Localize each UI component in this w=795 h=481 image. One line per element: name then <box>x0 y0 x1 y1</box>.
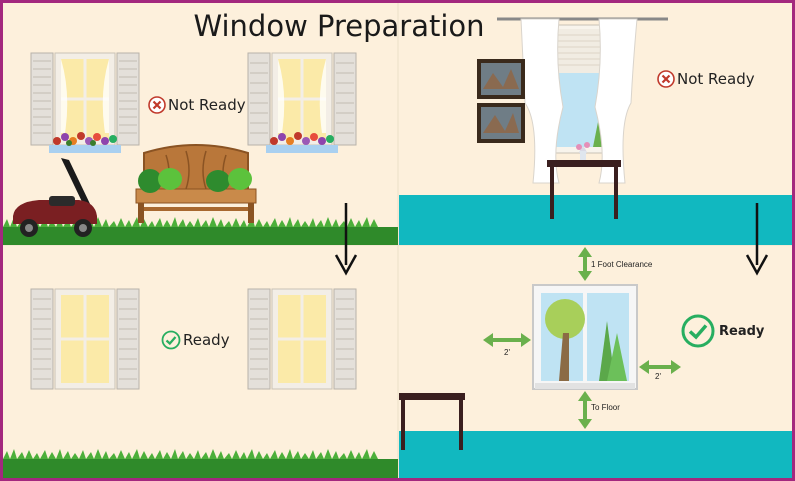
x-circle-icon <box>148 96 166 114</box>
diagram-title: Window Preparation <box>193 9 485 43</box>
side-table-bottom <box>399 393 465 450</box>
flowers <box>53 132 117 146</box>
status-top-right: Not Ready <box>657 70 755 88</box>
check-circle-icon <box>161 330 181 350</box>
status-text: Ready <box>183 331 230 349</box>
wall-picture-1 <box>477 59 525 99</box>
left-gap-label: 2' <box>504 348 510 357</box>
flower-box <box>49 145 121 153</box>
status-top-left: Not Ready <box>148 96 246 114</box>
down-arrow-right <box>745 203 769 276</box>
shuttered-window-2 <box>247 52 357 153</box>
grass-top-left <box>3 217 398 245</box>
plain-window-1 <box>30 288 140 390</box>
to-floor-label: To Floor <box>591 403 620 412</box>
shuttered-window-1 <box>30 52 140 153</box>
curtains <box>520 18 638 184</box>
x-circle-icon <box>657 70 675 88</box>
status-text: Not Ready <box>677 70 755 88</box>
plain-window-2 <box>247 288 357 390</box>
right-gap-label: 2' <box>655 372 661 381</box>
down-arrow-left <box>334 203 358 276</box>
status-bottom-right: Ready <box>681 314 764 348</box>
status-text: Ready <box>719 323 765 339</box>
wicker-bench <box>135 144 257 223</box>
scene-graphics <box>3 3 792 478</box>
status-bottom-left: Ready <box>161 330 230 350</box>
check-circle-icon <box>681 314 715 348</box>
floor-top-right <box>399 195 792 245</box>
clearance-arrows <box>483 247 681 429</box>
wall-picture-2 <box>477 103 525 143</box>
cleared-window <box>532 284 638 390</box>
status-text: Not Ready <box>168 96 246 114</box>
clearance-top-label: 1 Foot Clearance <box>591 260 653 269</box>
side-table-top <box>547 142 621 219</box>
grass-bottom-left <box>3 449 398 478</box>
lawn-mower <box>13 158 97 237</box>
floor-bottom-right <box>399 431 792 478</box>
